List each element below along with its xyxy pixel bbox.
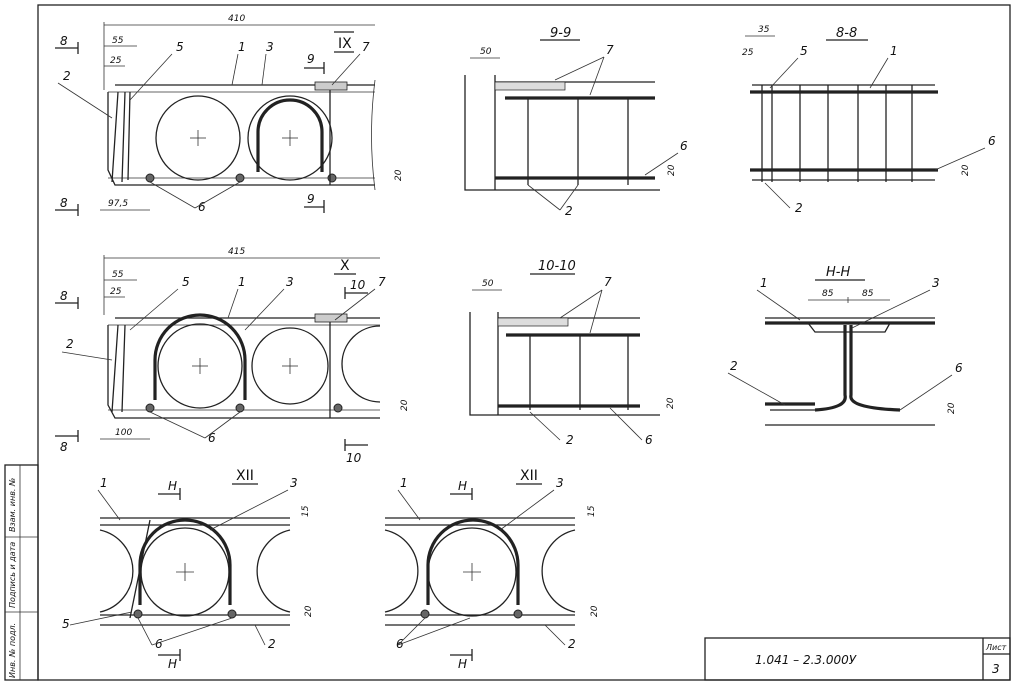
callout-6-sHH: 6	[955, 361, 963, 375]
callout-6: 6	[198, 200, 206, 214]
dim-20-XIIL: 20	[304, 605, 314, 617]
callout-3: 3	[266, 40, 274, 54]
dim-20-XIIR: 20	[590, 605, 600, 617]
drawing-code: 1.041 – 2.3.000У	[755, 653, 857, 667]
dim-50-10: 50	[482, 279, 494, 289]
dim-20-IX: 20	[394, 169, 404, 181]
cut-9-top: 9	[307, 52, 315, 66]
title-X: X	[340, 258, 350, 274]
cut-H-top-left: Н	[168, 479, 177, 493]
cut-8-top: 8	[60, 34, 68, 48]
view-IX: IX 410 55 25 2 5 1 3	[55, 14, 404, 216]
section-H-H: Н-Н 85 85 1 3 2 6 20	[727, 265, 963, 426]
dim-410: 410	[228, 14, 245, 24]
callout-1-sHH: 1	[760, 276, 768, 290]
dim-20-X: 20	[400, 399, 410, 411]
sheet-frame: Инв. № подл. Подпись и дата Взам. инв. №…	[4, 4, 1011, 681]
view-XII-right: XII Н 1 3 6 2 Н 15 20	[384, 468, 600, 671]
dim-25: 25	[110, 56, 122, 66]
callout-3-XIIL: 3	[290, 476, 298, 490]
callout-2-XIIR: 2	[568, 637, 576, 651]
cut-10-bottom: 10	[346, 451, 362, 465]
dim-20-s88: 20	[961, 164, 971, 176]
dim-97-5: 97,5	[108, 199, 128, 209]
callout-7-X: 7	[378, 275, 386, 289]
callout-2-s1010: 2	[566, 433, 574, 447]
dim-50-9: 50	[480, 47, 492, 57]
callout-1-X: 1	[238, 275, 246, 289]
dim-85-right: 85	[862, 289, 874, 299]
callout-7-s1010: 7	[604, 275, 612, 289]
dim-100: 100	[115, 428, 132, 438]
stamp-cell-inv: Инв. № подл.	[8, 623, 17, 678]
title-8-8: 8-8	[836, 26, 857, 41]
title-IX: IX	[338, 36, 352, 52]
dim-35: 35	[758, 25, 770, 35]
sheet-number: 3	[992, 662, 1000, 676]
cut-8-bottom-X: 8	[60, 440, 68, 454]
dim-55-X: 55	[112, 270, 124, 280]
callout-3-X: 3	[286, 275, 294, 289]
callout-2: 2	[63, 69, 71, 83]
section-9-9: 9-9 50 7 6 2 20	[464, 26, 688, 218]
callout-7-s99: 7	[606, 43, 614, 57]
cut-8-bottom: 8	[60, 196, 68, 210]
section-10-10: 10-10 50 7 6 2 20	[469, 259, 676, 447]
dim-15-right: 15	[587, 505, 597, 517]
view-XII-left: XII Н 1 3 5 6 2 Н 15 20	[62, 468, 314, 671]
callout-1-s88: 1	[890, 44, 898, 58]
cut-H-top-right: Н	[458, 479, 467, 493]
dim-15-left: 15	[301, 505, 311, 517]
callout-1-XIIL: 1	[100, 476, 108, 490]
callout-3-sHH: 3	[932, 276, 940, 290]
dim-20-sHH: 20	[947, 402, 957, 414]
callout-2-s88: 2	[795, 201, 803, 215]
callout-6-s88: 6	[988, 134, 996, 148]
callout-3-XIIR: 3	[556, 476, 564, 490]
callout-6-s99: 6	[680, 139, 688, 153]
callout-6-s1010: 6	[645, 433, 653, 447]
callout-5-XIIL: 5	[62, 617, 70, 631]
callout-1-XIIR: 1	[400, 476, 408, 490]
callout-5-s88: 5	[800, 44, 808, 58]
callout-2-sHH: 2	[730, 359, 738, 373]
title-10-10: 10-10	[538, 259, 576, 274]
callout-2-X: 2	[66, 337, 74, 351]
title-H-H: Н-Н	[826, 265, 850, 280]
callout-5: 5	[176, 40, 184, 54]
stamp-cell-replace: Взам. инв. №	[8, 478, 17, 532]
callout-1: 1	[238, 40, 246, 54]
view-X: X 415 55 25 2 5 1 3 7 6 1	[55, 247, 410, 465]
dim-20-s1010: 20	[666, 397, 676, 409]
callout-5-X: 5	[182, 275, 190, 289]
title-XII-right: XII	[520, 468, 538, 484]
cut-10-top: 10	[350, 278, 366, 292]
cut-9-bottom: 9	[307, 192, 315, 206]
callout-6-X: 6	[208, 431, 216, 445]
callout-2-XIIL: 2	[268, 637, 276, 651]
dim-20-s99: 20	[667, 164, 677, 176]
callout-7: 7	[362, 40, 370, 54]
cut-H-bottom-right: Н	[458, 657, 467, 671]
dim-55: 55	[112, 36, 124, 46]
title-9-9: 9-9	[550, 26, 571, 41]
callout-2-s99: 2	[565, 204, 573, 218]
sheet-label: Лист	[985, 643, 1007, 652]
dim-25-88: 25	[742, 48, 754, 58]
cut-8-top-X: 8	[60, 289, 68, 303]
stamp-cell-sign: Подпись и дата	[8, 542, 17, 608]
callout-6-XIIL: 6	[155, 637, 163, 651]
dim-25-X: 25	[110, 287, 122, 297]
cut-H-bottom-left: Н	[168, 657, 177, 671]
title-XII-left: XII	[236, 468, 254, 484]
dim-85-left: 85	[822, 289, 834, 299]
section-8-8: 8-8 35 25 5 1 6 2 20	[742, 25, 996, 215]
dim-415: 415	[228, 247, 245, 257]
